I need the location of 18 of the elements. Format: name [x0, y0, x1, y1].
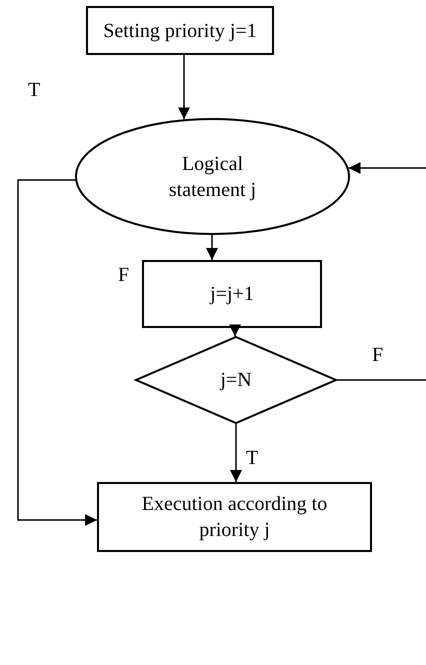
- arrow: [178, 55, 190, 120]
- node-text: Setting priority j=1: [103, 18, 257, 44]
- node-text: Execution according to priority j: [140, 492, 328, 543]
- arrow: [348, 162, 426, 174]
- node-text: j=j+1: [210, 282, 254, 307]
- edge-label: F: [118, 265, 130, 285]
- node-text: Logical statement j: [168, 152, 258, 202]
- arrow: [17, 179, 97, 526]
- arrow: [206, 235, 218, 260]
- edge-label: T: [246, 448, 258, 468]
- arrow: [230, 424, 242, 482]
- process-box: [86, 6, 274, 55]
- edge-label: T: [28, 80, 40, 100]
- process-box: [142, 260, 322, 328]
- process-box: [97, 482, 372, 552]
- edge-label: F: [372, 345, 384, 365]
- arrow: [229, 324, 241, 336]
- node-text: j=N: [220, 368, 252, 393]
